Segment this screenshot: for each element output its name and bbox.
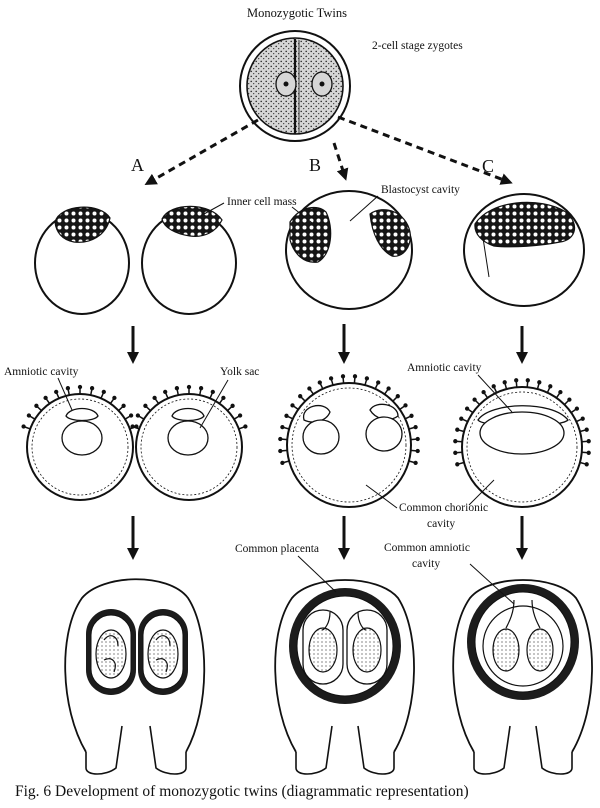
uterus-b (274, 579, 415, 775)
route-label-c: C (482, 156, 494, 176)
label-amniotic-cavity-a: Amniotic cavity (4, 366, 79, 378)
uterus-c (452, 579, 593, 775)
label-common-amniotic-line2: cavity (412, 558, 440, 570)
blastocyst-b (285, 190, 413, 310)
label-yolk-sac: Yolk sac (220, 366, 259, 378)
chorionic-sac-c (461, 386, 583, 508)
chorionic-sac-a-left (26, 393, 134, 501)
dashed-arrow-a (144, 118, 259, 185)
label-zygote: 2-cell stage zygotes (372, 40, 463, 52)
route-label-b: B (309, 155, 321, 175)
label-blastocyst-cavity: Blastocyst cavity (381, 184, 460, 196)
blastocyst-a-right (141, 205, 237, 315)
dashed-arrow-b (332, 142, 349, 181)
blastocyst-a-left (34, 206, 130, 315)
chorionic-villi (21, 374, 591, 467)
label-common-chorionic-line1: Common chorionic (399, 502, 488, 514)
label-common-chorionic-line2: cavity (427, 518, 455, 530)
route-label-a: A (131, 155, 144, 175)
label-common-amniotic-line1: Common amniotic (384, 542, 470, 554)
chorionic-sac-b (286, 382, 412, 508)
dashed-arrow-c (337, 115, 513, 185)
chorionic-sac-a-right (135, 393, 243, 501)
diagram-title: Monozygotic Twins (247, 6, 347, 20)
figure-caption: Fig. 6 Development of monozygotic twins … (15, 783, 469, 800)
label-common-placenta: Common placenta (235, 543, 319, 555)
label-inner-cell-mass: Inner cell mass (227, 196, 297, 208)
label-amniotic-cavity-c: Amniotic cavity (407, 362, 482, 374)
uterus-a (64, 578, 206, 775)
zygote-2-cell (239, 30, 351, 142)
blastocyst-c (463, 193, 585, 307)
